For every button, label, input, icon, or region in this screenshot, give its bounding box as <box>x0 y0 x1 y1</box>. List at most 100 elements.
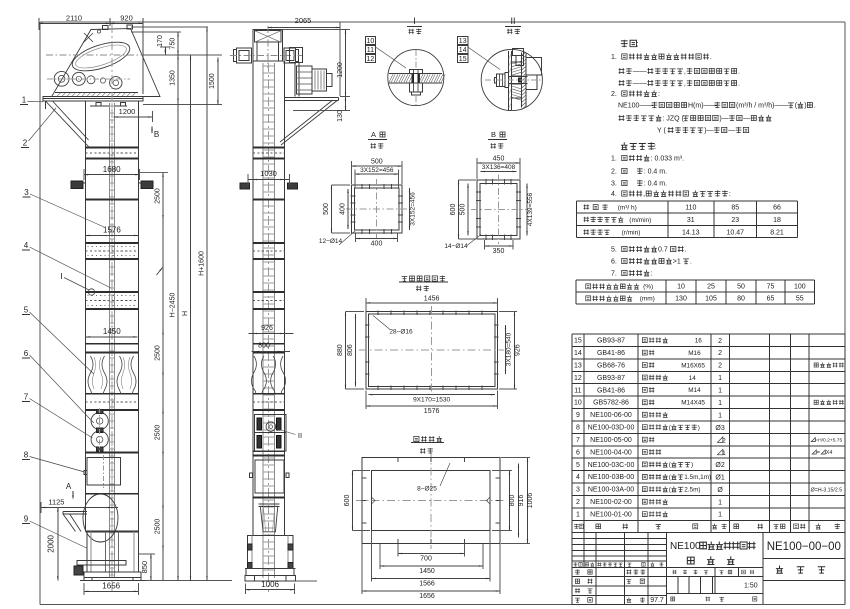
svg-text:1.: 1. <box>611 54 617 61</box>
svg-text:(m³/h / m³/h)——: (m³/h / m³/h)—— <box>736 103 789 110</box>
svg-text:500: 500 <box>323 203 330 215</box>
svg-text:1006: 1006 <box>261 580 279 589</box>
svg-text:(: ( <box>669 425 672 432</box>
svg-text:NE100-03D-00: NE100-03D-00 <box>588 425 635 432</box>
svg-text:3.: 3. <box>611 181 617 188</box>
svg-text:15: 15 <box>459 56 467 63</box>
svg-text:NE100−00−00: NE100−00−00 <box>767 541 841 553</box>
svg-text:600: 600 <box>344 495 351 507</box>
svg-text:2500: 2500 <box>154 345 161 361</box>
svg-text:M16X65: M16X65 <box>681 362 705 369</box>
svg-text:H+1600: H+1600 <box>198 251 205 276</box>
svg-text:800: 800 <box>509 495 516 507</box>
svg-text:80: 80 <box>737 295 745 302</box>
svg-text:Ø=H-3.15/2.5: Ø=H-3.15/2.5 <box>811 487 842 493</box>
svg-text:: 0.033 m³.: : 0.033 m³. <box>651 156 685 163</box>
svg-text:(: ( <box>669 474 672 481</box>
svg-text:1656: 1656 <box>419 593 435 600</box>
svg-text:7: 7 <box>576 437 580 444</box>
svg-text:2065: 2065 <box>295 16 312 25</box>
svg-text:: 0.4 m.: : 0.4 m. <box>644 169 667 176</box>
svg-text:=H/0.2+5.75: =H/0.2+5.75 <box>815 438 842 444</box>
svg-text:4: 4 <box>24 241 29 250</box>
svg-text:55: 55 <box>796 295 804 302</box>
svg-text:—: — <box>743 116 750 123</box>
svg-text:28−Ø16: 28−Ø16 <box>389 329 413 336</box>
svg-text:(m³/ h): (m³/ h) <box>618 204 637 211</box>
svg-text:9: 9 <box>24 515 29 524</box>
svg-text:NE100-01-00: NE100-01-00 <box>590 512 632 519</box>
svg-text:920: 920 <box>120 14 133 23</box>
svg-text:10: 10 <box>677 283 685 290</box>
svg-text:97.7: 97.7 <box>650 597 664 604</box>
svg-text:7.: 7. <box>611 271 617 278</box>
svg-text:.: . <box>814 103 816 110</box>
svg-text:.: . <box>710 54 712 61</box>
svg-text:14−Ø14: 14−Ø14 <box>444 243 468 250</box>
svg-text:): ) <box>698 425 700 432</box>
svg-text:NE100-03C-00: NE100-03C-00 <box>588 462 635 469</box>
svg-text:25: 25 <box>707 283 715 290</box>
svg-text:10: 10 <box>367 38 375 45</box>
svg-text:1.: 1. <box>611 156 617 163</box>
svg-text:12: 12 <box>574 375 582 382</box>
svg-text:3: 3 <box>24 188 29 197</box>
svg-text::: : <box>729 191 731 198</box>
svg-text:(: ( <box>669 462 672 469</box>
svg-text:NE100-03A-00: NE100-03A-00 <box>588 487 634 494</box>
svg-text:8.21: 8.21 <box>770 229 784 236</box>
svg-text:GB93-87: GB93-87 <box>597 375 625 382</box>
svg-text:10: 10 <box>574 400 582 407</box>
svg-text:2: 2 <box>23 139 28 148</box>
svg-text:(%): (%) <box>643 284 653 291</box>
svg-text:75: 75 <box>767 283 775 290</box>
svg-text:66: 66 <box>773 205 781 212</box>
svg-text:100: 100 <box>794 283 806 290</box>
svg-text:,: , <box>684 81 686 88</box>
svg-text:13: 13 <box>574 362 582 369</box>
svg-text::: : <box>651 271 653 278</box>
svg-text:Ø: Ø <box>717 487 723 494</box>
svg-text:): ) <box>691 462 693 469</box>
svg-text:7: 7 <box>24 393 29 402</box>
svg-text:2.5m): 2.5m) <box>684 487 700 494</box>
svg-text:2000: 2000 <box>47 534 56 552</box>
svg-text:(: ( <box>669 487 672 494</box>
svg-text:I: I <box>413 16 416 26</box>
svg-text:5.: 5. <box>611 247 617 254</box>
svg-text:1: 1 <box>718 375 722 382</box>
svg-text:500: 500 <box>460 204 467 216</box>
svg-text:3X152=456: 3X152=456 <box>410 192 417 226</box>
svg-text:3X180=540: 3X180=540 <box>506 332 513 366</box>
svg-text:450: 450 <box>493 155 505 162</box>
svg-text:——: —— <box>633 69 647 76</box>
svg-text:——: —— <box>633 81 647 88</box>
svg-text:14.13: 14.13 <box>682 229 700 236</box>
svg-text:916: 916 <box>518 495 525 507</box>
svg-text:A: A <box>66 482 72 491</box>
svg-text:1: 1 <box>718 388 722 395</box>
svg-text:1200: 1200 <box>119 107 136 116</box>
svg-text:130: 130 <box>337 110 344 122</box>
svg-text:14: 14 <box>574 350 582 357</box>
svg-text:NE100——: NE100—— <box>618 103 653 110</box>
svg-text:1350: 1350 <box>169 70 176 86</box>
svg-text:.: . <box>738 81 740 88</box>
svg-text:B: B <box>491 130 496 139</box>
svg-text:NE100-06-00: NE100-06-00 <box>590 412 632 419</box>
svg-text:14: 14 <box>689 375 697 382</box>
svg-text:750: 750 <box>169 38 176 50</box>
svg-text:H(m)——: H(m)—— <box>688 103 718 110</box>
svg-text:170: 170 <box>157 35 164 47</box>
svg-text:500: 500 <box>371 159 383 166</box>
svg-text:3X152=456: 3X152=456 <box>360 167 394 174</box>
svg-text:850: 850 <box>140 561 149 574</box>
svg-text:880: 880 <box>337 344 344 356</box>
svg-text:: JZQ (: : JZQ ( <box>663 116 685 123</box>
svg-text:): ) <box>804 103 806 110</box>
svg-text:8−Ø25: 8−Ø25 <box>417 486 437 493</box>
svg-text:>1: >1 <box>673 259 681 266</box>
svg-text:1: 1 <box>718 499 722 506</box>
svg-text:GB68-76: GB68-76 <box>597 362 625 369</box>
svg-text:23: 23 <box>731 217 739 224</box>
